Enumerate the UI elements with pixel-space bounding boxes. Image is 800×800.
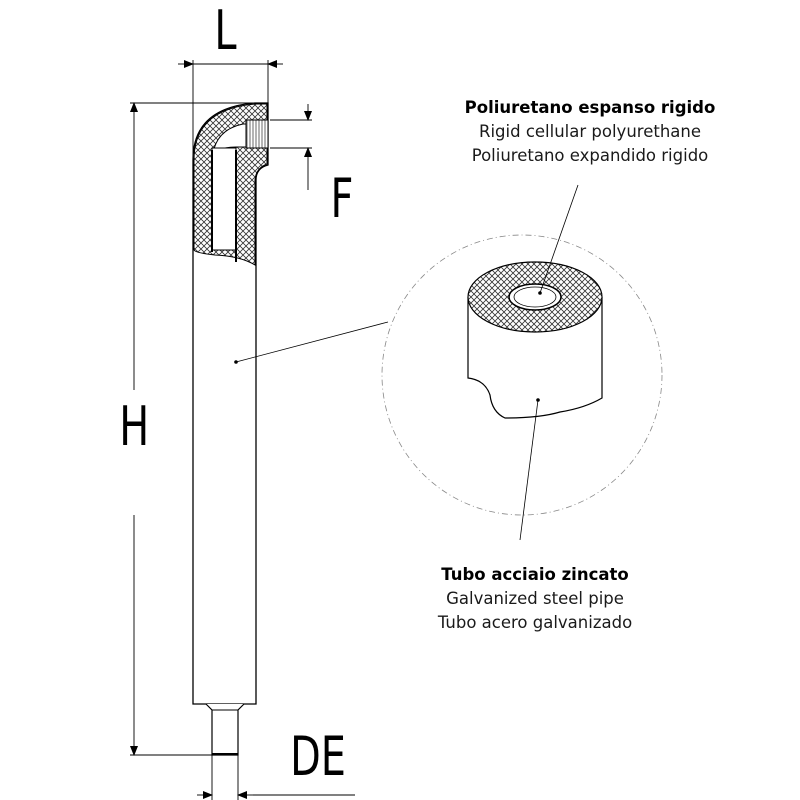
spigot xyxy=(205,703,245,756)
insulation-leader xyxy=(539,184,579,294)
dimension-label-de: DE xyxy=(290,725,346,788)
pipe-label-it: Tubo acciaio zincato xyxy=(441,565,629,584)
dimension-lines xyxy=(130,60,355,800)
detail-circle xyxy=(381,234,663,516)
insulation-label-es: Poliuretano expandido rigido xyxy=(471,146,709,165)
detail-view xyxy=(234,184,663,541)
dimension-label-l: L xyxy=(214,0,237,62)
insulation-label-it: Poliuretano espanso rigido xyxy=(464,98,716,117)
insulation-label-en: Rigid cellular polyurethane xyxy=(479,122,701,141)
pipe-callout: Tubo acciaio zincato Galvanized steel pi… xyxy=(385,563,685,635)
pipe-riser xyxy=(192,102,269,756)
thread-fitting xyxy=(245,119,269,149)
insulation-callout: Poliuretano espanso rigido Rigid cellula… xyxy=(440,96,740,168)
dimension-label-f: F xyxy=(330,167,354,230)
pipe-leader xyxy=(519,399,539,541)
pipe-label-en: Galvanized steel pipe xyxy=(446,589,624,608)
pipe-label-es: Tubo acero galvanizado xyxy=(437,613,633,632)
dimension-label-h: H xyxy=(119,395,150,458)
detail-leader xyxy=(235,321,389,363)
